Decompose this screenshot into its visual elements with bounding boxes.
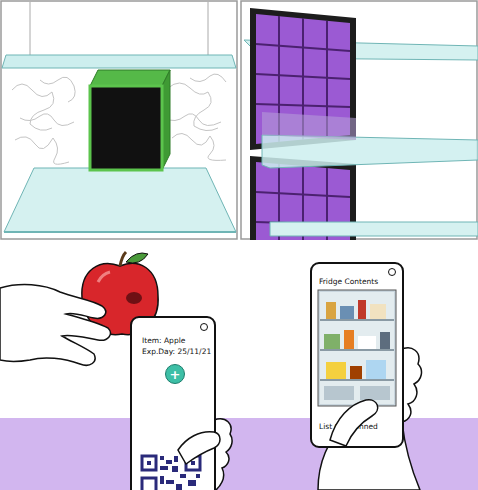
shelf-edge [4,231,236,233]
glass-shelf [2,55,236,68]
glass-shelf [262,135,478,168]
phone-screen: Item: AppleExp.Day: 25/11/21 + [130,316,216,490]
glass-shelf [270,222,478,236]
shelf-reflection [262,112,356,140]
screen-text: Item: Apple [142,336,185,345]
fridge-wall-line [208,2,209,55]
panel-frame [241,1,477,239]
hand [0,285,110,366]
phone-camera [201,324,208,331]
add-button: + [165,364,185,384]
uv-panel-frame [250,8,356,150]
apple-stem [120,252,126,266]
glass-shelf [4,168,236,232]
qr-code [142,456,200,490]
screen-text: List Of Scanned [319,422,378,431]
button-icon: + [170,368,181,381]
fridge-photo [318,290,396,406]
sensor-cube-top [90,70,170,86]
phone-camera [389,269,396,276]
fridge-wall-line [30,2,31,55]
phone-screen: Fridge ContentsList Of Scanned [310,262,404,448]
thumb [178,432,220,464]
fridge-photo-contents [320,292,394,404]
apple-leaf [126,253,148,263]
panel-frame [1,1,237,239]
apple-highlight [98,272,110,282]
sensor-cube-front [90,86,162,170]
screen-text: Fridge Contents [319,277,378,286]
screen-text: Exp.Day: 25/11/21 [142,347,211,356]
apple-bruise [126,292,142,304]
thumb [330,400,378,446]
